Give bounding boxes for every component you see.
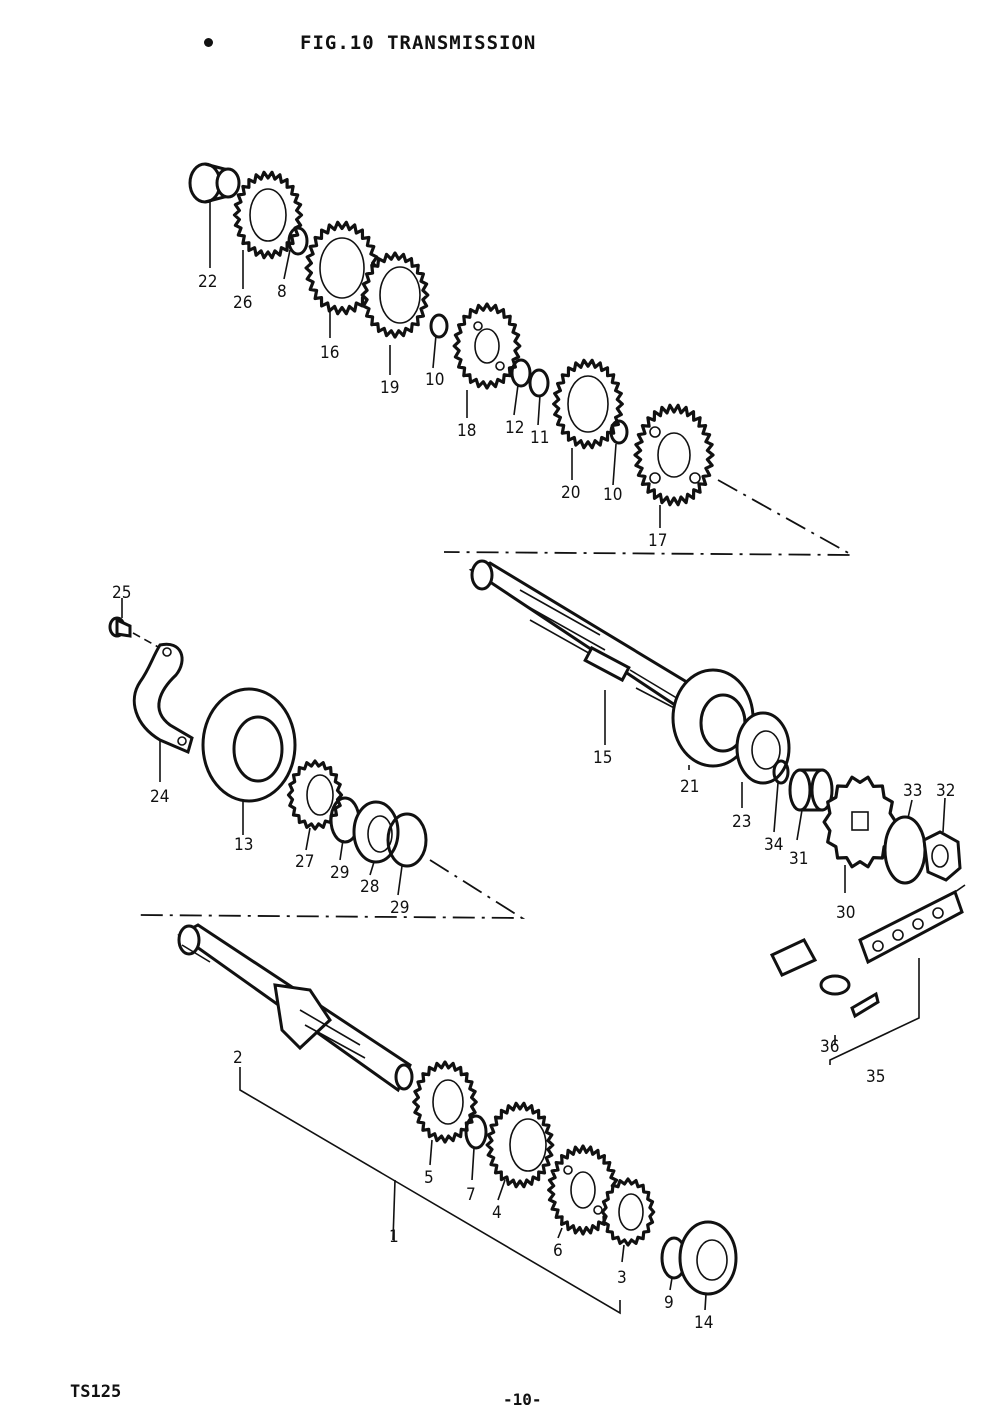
part-20-gear — [552, 358, 624, 450]
label-29-b: 29 — [390, 898, 409, 918]
label-23: 23 — [732, 812, 751, 832]
part-7-washer — [464, 1114, 488, 1150]
part-33-lock-washer — [883, 815, 927, 885]
part-4-gear — [485, 1101, 555, 1189]
part-2-driveshaft — [177, 923, 414, 1093]
label-25: 25 — [112, 583, 131, 603]
label-4: 4 — [492, 1203, 502, 1223]
part-number-labels: 22 26 8 16 19 10 18 12 11 20 10 17 25 24… — [112, 272, 955, 1333]
label-35: 35 — [866, 1067, 885, 1087]
part-13-bearing — [201, 687, 297, 803]
label-14: 14 — [694, 1313, 713, 1333]
label-16: 16 — [320, 343, 339, 363]
assembly-line-driveshaft — [139, 859, 526, 919]
label-2: 2 — [233, 1048, 243, 1068]
label-31: 31 — [789, 849, 808, 869]
label-6: 6 — [553, 1241, 563, 1261]
part-30-sprocket — [822, 775, 898, 869]
part-15-countershaft — [468, 559, 702, 718]
label-30: 30 — [836, 903, 855, 923]
leader-lines — [121, 200, 946, 1311]
label-18: 18 — [457, 421, 476, 441]
part-26-gear — [232, 170, 304, 260]
label-36: 36 — [820, 1037, 839, 1057]
part-17-gear — [633, 403, 715, 507]
part-27-gear — [286, 759, 344, 831]
bullet-mark — [204, 38, 213, 47]
label-7: 7 — [466, 1185, 476, 1205]
part-35-drive-chain — [858, 884, 966, 965]
part-36-joint-set — [769, 938, 880, 1019]
label-26: 26 — [233, 293, 252, 313]
part-19-gear — [360, 251, 430, 339]
part-14-bearing — [678, 1220, 738, 1296]
part-10-washer-b — [609, 419, 629, 445]
part-11-circlip — [528, 368, 550, 398]
part-25-screw — [108, 616, 132, 638]
page-title: FIG.10 TRANSMISSION — [300, 32, 537, 54]
label-20: 20 — [561, 483, 580, 503]
part-12-circlip — [510, 358, 532, 388]
bracket-35-36 — [829, 958, 920, 1065]
part-8-washer — [287, 226, 309, 256]
label-13: 13 — [234, 835, 253, 855]
label-24: 24 — [150, 787, 169, 807]
label-11: 11 — [530, 428, 549, 448]
part-23-oil-seal — [735, 711, 791, 785]
part-22-bushing — [188, 162, 241, 204]
part-24-bearing-retainer — [132, 642, 194, 755]
part-32-nut — [922, 830, 962, 882]
part-5-gear — [412, 1060, 478, 1144]
part-31-spacer — [788, 768, 834, 812]
label-5: 5 — [424, 1168, 434, 1188]
label-33: 33 — [903, 781, 922, 801]
label-8: 8 — [277, 282, 287, 302]
label-34: 34 — [764, 835, 783, 855]
label-22: 22 — [198, 272, 217, 292]
model-code: TS125 — [70, 1382, 122, 1402]
label-12: 12 — [505, 418, 524, 438]
label-9: 9 — [664, 1293, 674, 1313]
part-16-gear — [304, 220, 380, 316]
label-10-a: 10 — [425, 370, 444, 390]
label-27: 27 — [295, 852, 314, 872]
label-19: 19 — [380, 378, 399, 398]
label-32: 32 — [936, 781, 955, 801]
label-15: 15 — [593, 748, 612, 768]
countershaft-gear-group — [188, 162, 715, 507]
label-17: 17 — [648, 531, 667, 551]
label-21: 21 — [680, 777, 699, 797]
part-29-washer-b — [386, 812, 428, 868]
part-28-shim — [352, 800, 400, 864]
part-6-gear — [547, 1144, 619, 1236]
part-3-gear — [600, 1177, 656, 1247]
label-1: 1 — [389, 1227, 399, 1247]
label-3: 3 — [617, 1268, 627, 1288]
page-number: -10- — [503, 1390, 542, 1409]
label-28: 28 — [360, 877, 379, 897]
bracket-1 — [239, 1067, 621, 1315]
part-34-o-ring — [772, 759, 790, 785]
label-29-a: 29 — [330, 863, 349, 883]
assembly-line-countershaft — [443, 479, 853, 556]
label-10-b: 10 — [603, 485, 622, 505]
part-18-gear — [452, 302, 522, 390]
part-10-washer-a — [429, 313, 449, 339]
assembly-line-25 — [132, 632, 161, 649]
